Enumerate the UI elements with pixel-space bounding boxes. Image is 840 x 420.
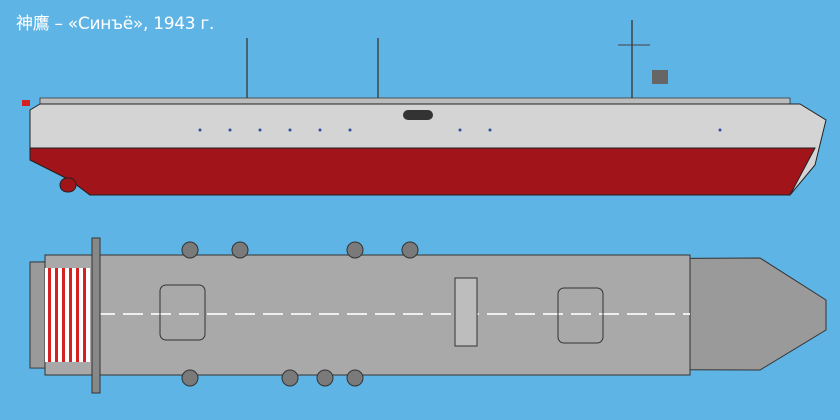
- flag-icon: [22, 100, 30, 106]
- bow-stripes: [45, 268, 90, 362]
- illustration-title: 神鷹 – «Синъё», 1943 г.: [16, 14, 215, 34]
- top-plan-view: [29, 237, 827, 394]
- side-profile-view: [22, 20, 827, 196]
- hull-bottom: [29, 147, 816, 196]
